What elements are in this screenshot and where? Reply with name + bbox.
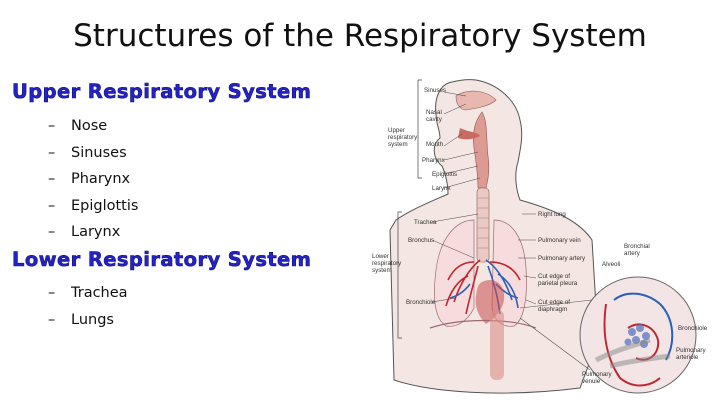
list-item: –Epiglottis <box>48 193 138 220</box>
inset-vessel <box>613 292 674 361</box>
bullet-dash: – <box>48 171 56 187</box>
label-trachea: Trachea <box>414 219 437 226</box>
upper-system-bracket <box>417 79 422 179</box>
list-item-label: Epiglottis <box>71 197 139 214</box>
lower-respiratory-heading: Lower Respiratory System <box>12 248 312 272</box>
list-item-label: Nose <box>71 118 108 134</box>
list-item-label: Larynx <box>71 224 121 240</box>
label-right-lung: Right lung <box>538 211 566 218</box>
pulmonary-vessel <box>447 261 521 281</box>
label-larynx: Larynx <box>432 185 451 192</box>
label-mouth: Mouth <box>426 141 444 148</box>
bullet-dash: – <box>48 285 56 301</box>
label-epiglottis: Epiglottis <box>432 171 457 178</box>
list-item-label: Trachea <box>71 285 128 301</box>
list-item: –Lungs <box>48 307 128 334</box>
inset-vessel <box>603 303 661 387</box>
bullet-dash: – <box>48 224 56 240</box>
diaphragm <box>429 319 537 329</box>
bullet-dash: – <box>48 197 56 214</box>
list-item: –Larynx <box>48 219 138 246</box>
slide-title: Structures of the Respiratory System <box>73 18 647 54</box>
label-alveoli: Alveoli <box>602 261 620 268</box>
list-item-label: Pharynx <box>71 171 131 187</box>
bullet-dash: – <box>48 144 56 161</box>
pulmonary-vessel <box>445 259 481 315</box>
list-item: –Nose <box>48 113 138 140</box>
esophagus <box>490 310 504 380</box>
list-item: –Trachea <box>48 280 128 307</box>
label-bronchiole: Bronchiole <box>406 299 436 306</box>
mouth <box>458 128 480 140</box>
alveoli-inset <box>579 276 697 394</box>
upper-respiratory-heading: Upper Respiratory System <box>12 80 312 104</box>
label-bronchiole-inset: Bronchiole <box>678 325 708 332</box>
list-item: –Sinuses <box>48 140 138 167</box>
trachea <box>476 187 490 263</box>
upper-respiratory-list: –Nose –Sinuses –Pharynx –Epiglottis –Lar… <box>48 113 138 246</box>
label-bronchus: Bronchus <box>408 237 434 244</box>
label-sinuses: Sinuses <box>424 87 446 94</box>
list-item-label: Lungs <box>71 311 114 328</box>
list-item: –Pharynx <box>48 166 138 193</box>
lower-respiratory-list: –Trachea –Lungs <box>48 280 128 333</box>
label-pulmonary-artery: Pulmonary artery <box>538 255 586 262</box>
bronchiole-branch <box>594 337 671 369</box>
list-item-label: Sinuses <box>71 144 127 161</box>
label-pharynx: Pharynx <box>422 157 446 164</box>
label-pulmonary-vein: Pulmonary vein <box>538 237 581 244</box>
inset-pointer <box>519 299 593 309</box>
bullet-dash: – <box>48 311 56 328</box>
inset-pointer <box>519 317 591 371</box>
lower-system-bracket <box>397 211 402 339</box>
bullet-dash: – <box>48 118 56 134</box>
